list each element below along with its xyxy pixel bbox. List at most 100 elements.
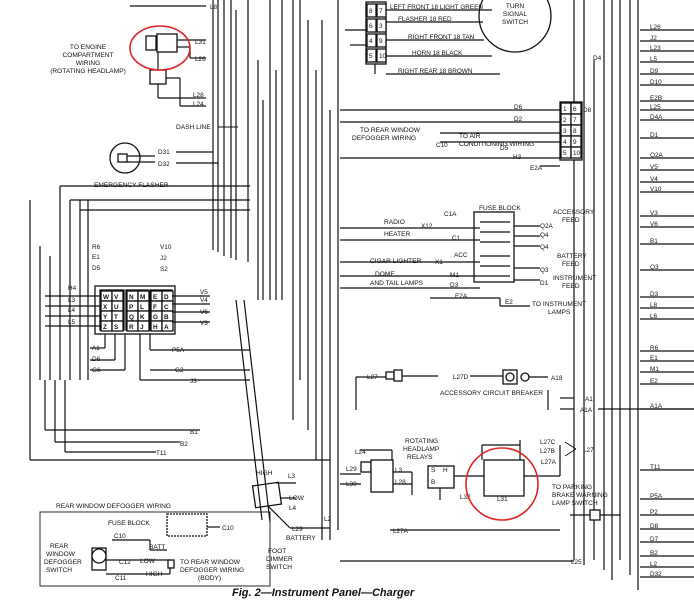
dimmer-low: LOW	[289, 495, 305, 502]
right-edge-label: B2	[650, 550, 658, 557]
svg-text:SWITCH: SWITCH	[46, 567, 72, 574]
svg-text:DIMMER: DIMMER	[266, 556, 293, 563]
h3-label: H3	[513, 154, 522, 161]
l26-label-top: L26	[195, 56, 206, 63]
v6-label-l: V6	[200, 309, 208, 316]
l3-label-l: L3	[68, 297, 76, 304]
d8-label-r: D8	[583, 107, 592, 114]
q2a-label-fb: Q2A	[540, 223, 554, 230]
bulkhead-cavity-label: Q	[129, 314, 134, 321]
t11-label-l: T11	[156, 450, 167, 457]
c11-label: C11	[115, 575, 127, 582]
bulkhead-cavity-label: Z	[103, 324, 107, 331]
right-connector-pin	[570, 146, 582, 159]
engine-wiring-label: TO ENGINE COMPARTMENT WIRING (ROTATING H…	[50, 44, 126, 75]
svg-text:DEFOGGER: DEFOGGER	[44, 559, 82, 566]
bulkhead-cavity-label: Y	[103, 314, 108, 321]
d6-label-r: D6	[514, 104, 523, 111]
engine-compartment-connector	[145, 33, 206, 107]
accessory-feed-label: ACCESSORY FEED	[553, 209, 595, 224]
svg-text:SIGNAL: SIGNAL	[503, 11, 528, 18]
l27-label-r: L27	[583, 447, 594, 454]
headlamp-relay-connectors	[340, 440, 561, 531]
bulkhead-cavity	[111, 320, 124, 332]
right-connector-pin-label: 2	[563, 117, 567, 124]
svg-text:LAMP SWITCH: LAMP SWITCH	[552, 500, 598, 507]
right-edge-label: E1	[650, 355, 658, 362]
l27-label: L27	[367, 374, 378, 381]
bulkhead-cavity-label: J	[140, 324, 144, 331]
right-edge-label: L8	[650, 302, 658, 309]
dimmer-battery: BATTERY	[286, 535, 316, 542]
bulkhead-cavity-label: F	[153, 304, 157, 311]
right-connector-pin-label: 9	[573, 139, 577, 146]
turn-connector-pin	[366, 48, 377, 63]
l27a-label: L27A	[541, 459, 557, 466]
radio-label: RADIO	[384, 219, 405, 226]
a18-label: A18	[551, 375, 563, 382]
right-edge-label: D10	[650, 79, 662, 86]
heater-label: HEATER	[384, 231, 410, 238]
defogger-batt: BATT	[149, 544, 165, 551]
air-conditioning-label: TO AIR CONDITIONING WIRING	[459, 133, 534, 148]
turn-connector-pin	[366, 33, 377, 48]
bulkhead-cavity-label: K	[140, 314, 145, 321]
d4-label-top: D4	[593, 55, 602, 62]
l32-label: L32	[460, 494, 471, 501]
wire-horn: HORN 18 BLACK	[412, 50, 463, 57]
j3-label-l: J3	[190, 378, 197, 385]
svg-text:LAMPS: LAMPS	[548, 309, 571, 316]
r6-label-l: R6	[92, 244, 101, 251]
l28-label-rel: L28	[395, 479, 406, 486]
d3-label-fb: D3	[450, 282, 459, 289]
svg-text:ACCESSORY: ACCESSORY	[553, 209, 595, 216]
bulkhead-cavity-label: L	[140, 304, 144, 311]
right-edge-label: D9	[650, 68, 659, 75]
dimmer-high: HIGH	[256, 470, 273, 477]
wire-left-front: LEFT FRONT 18 LIGHT GREEN	[390, 4, 483, 11]
accessory-circuit-breaker	[355, 369, 694, 410]
right-connector-pin-label: 4	[563, 139, 567, 146]
turn-connector-pin	[376, 18, 387, 33]
l3-label-dim: L3	[288, 473, 296, 480]
right-edge-label: V6	[650, 221, 658, 228]
svg-text:SWITCH: SWITCH	[266, 564, 292, 571]
defogger-inset	[39, 511, 271, 587]
bulkhead-cavity-label: D	[164, 294, 169, 301]
svg-text:RELAYS: RELAYS	[407, 454, 433, 461]
right-edge-label: L25	[650, 104, 661, 111]
turn-connector-pin	[366, 18, 377, 33]
e2a-label-r: E2A	[530, 165, 543, 172]
right-edge-label: L5	[650, 56, 658, 63]
svg-text:TO PARKING: TO PARKING	[552, 484, 592, 491]
dome-label: DOME	[375, 271, 395, 278]
a1b-label: A1	[585, 396, 593, 403]
figure-caption: Fig. 2—Instrument Panel—Charger	[232, 587, 415, 599]
instrument-lamps-label: TO INSTRUMENT LAMPS	[532, 301, 586, 316]
svg-text:TURN: TURN	[506, 3, 525, 10]
svg-text:COMPARTMENT: COMPARTMENT	[62, 52, 113, 59]
l27b-label: L27B	[540, 448, 555, 455]
h4-label: H4	[68, 285, 77, 292]
b2-label: B2	[180, 441, 188, 448]
l24-label-top: L24	[193, 101, 204, 108]
bulkhead-cavity-label: B	[164, 314, 169, 321]
right-connector-wires	[340, 109, 560, 167]
bulkhead-cavity-label: U	[114, 304, 119, 311]
svg-text:(BODY): (BODY)	[198, 575, 221, 582]
right-edge-label: E2B	[650, 95, 662, 102]
turn-connector-pin-label: 8	[369, 8, 373, 15]
svg-text:(ROTATING HEADLAMP): (ROTATING HEADLAMP)	[50, 68, 126, 75]
highlight-engine-connector	[129, 25, 191, 71]
svg-text:TO INSTRUMENT: TO INSTRUMENT	[532, 301, 586, 308]
turn-connector-pin-label: 5	[369, 53, 373, 60]
right-edge-label: D3	[650, 291, 659, 298]
main-harness-verticals	[212, 0, 339, 540]
right-edge-label: D4A	[650, 114, 663, 121]
v4-label-l: V4	[200, 297, 208, 304]
right-edge-label: L23	[650, 45, 661, 52]
right-edge-label: D32	[650, 571, 662, 578]
e6-label-l: E1	[92, 254, 100, 261]
